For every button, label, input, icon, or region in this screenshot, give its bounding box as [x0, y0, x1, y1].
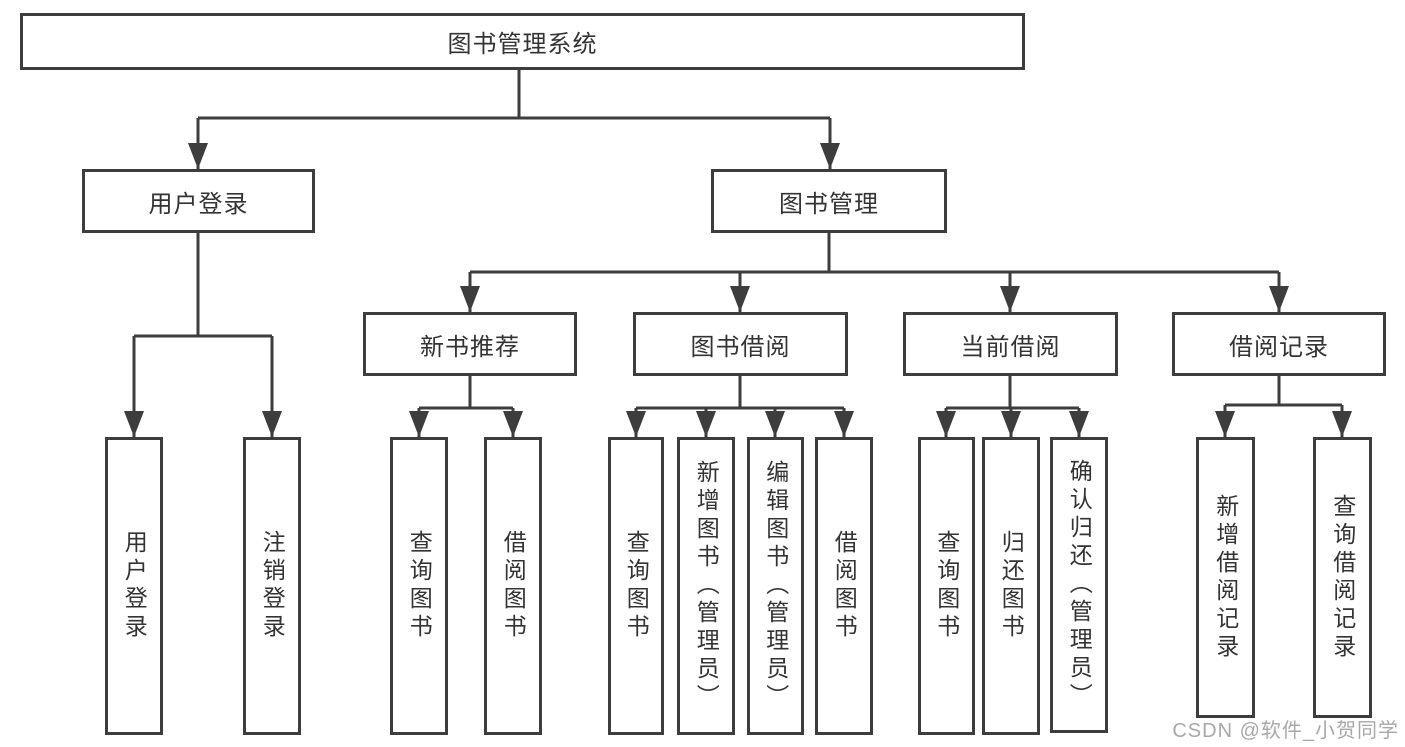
node-borrowing-records: 借阅记录 — [1172, 312, 1386, 376]
leaf-confirm-return-admin: 确认归还（管理员） — [1050, 437, 1108, 733]
node-book-management: 图书管理 — [711, 169, 947, 233]
node-library-management-system: 图书管理系统 — [20, 13, 1025, 70]
leaf-borrow-books-recommend: 借阅图书 — [484, 437, 542, 735]
leaf-label: 借阅图书 — [831, 530, 858, 642]
leaf-label: 查询借阅记录 — [1329, 493, 1356, 662]
leaf-query-books-current: 查询图书 — [918, 437, 975, 735]
csdn-watermark: CSDN @软件_小贺同学 — [1172, 720, 1399, 742]
leaf-query-books-borrow: 查询图书 — [608, 437, 664, 735]
leaf-edit-books-admin: 编辑图书（管理员） — [747, 437, 804, 735]
leaf-label: 新增借阅记录 — [1212, 493, 1239, 662]
leaf-add-books-admin: 新增图书（管理员） — [677, 437, 735, 735]
leaf-label: 查询图书 — [406, 530, 433, 642]
leaf-label: 注销登录 — [259, 530, 286, 642]
node-new-book-recommend: 新书推荐 — [363, 312, 577, 376]
leaf-label: 归还图书 — [998, 530, 1025, 642]
leaf-return-books: 归还图书 — [982, 437, 1040, 735]
leaf-label: 查询图书 — [933, 530, 960, 642]
node-book-borrowing: 图书借阅 — [633, 312, 848, 376]
leaf-add-borrow-record: 新增借阅记录 — [1196, 437, 1255, 718]
leaf-label: 查询图书 — [623, 530, 650, 642]
leaf-query-books-recommend: 查询图书 — [390, 437, 448, 735]
node-current-borrowing: 当前借阅 — [903, 312, 1118, 376]
node-user-login: 用户登录 — [82, 169, 315, 233]
leaf-label: 用户登录 — [121, 530, 148, 642]
leaf-label: 借阅图书 — [500, 530, 527, 642]
leaf-borrow-books: 借阅图书 — [815, 437, 873, 735]
leaf-query-borrow-record: 查询借阅记录 — [1313, 437, 1372, 718]
leaf-label: 确认归还（管理员） — [1066, 459, 1093, 711]
leaf-user-login: 用户登录 — [105, 437, 163, 735]
leaf-logout: 注销登录 — [243, 437, 301, 735]
leaf-label: 编辑图书（管理员） — [762, 460, 789, 712]
leaf-label: 新增图书（管理员） — [693, 460, 720, 712]
